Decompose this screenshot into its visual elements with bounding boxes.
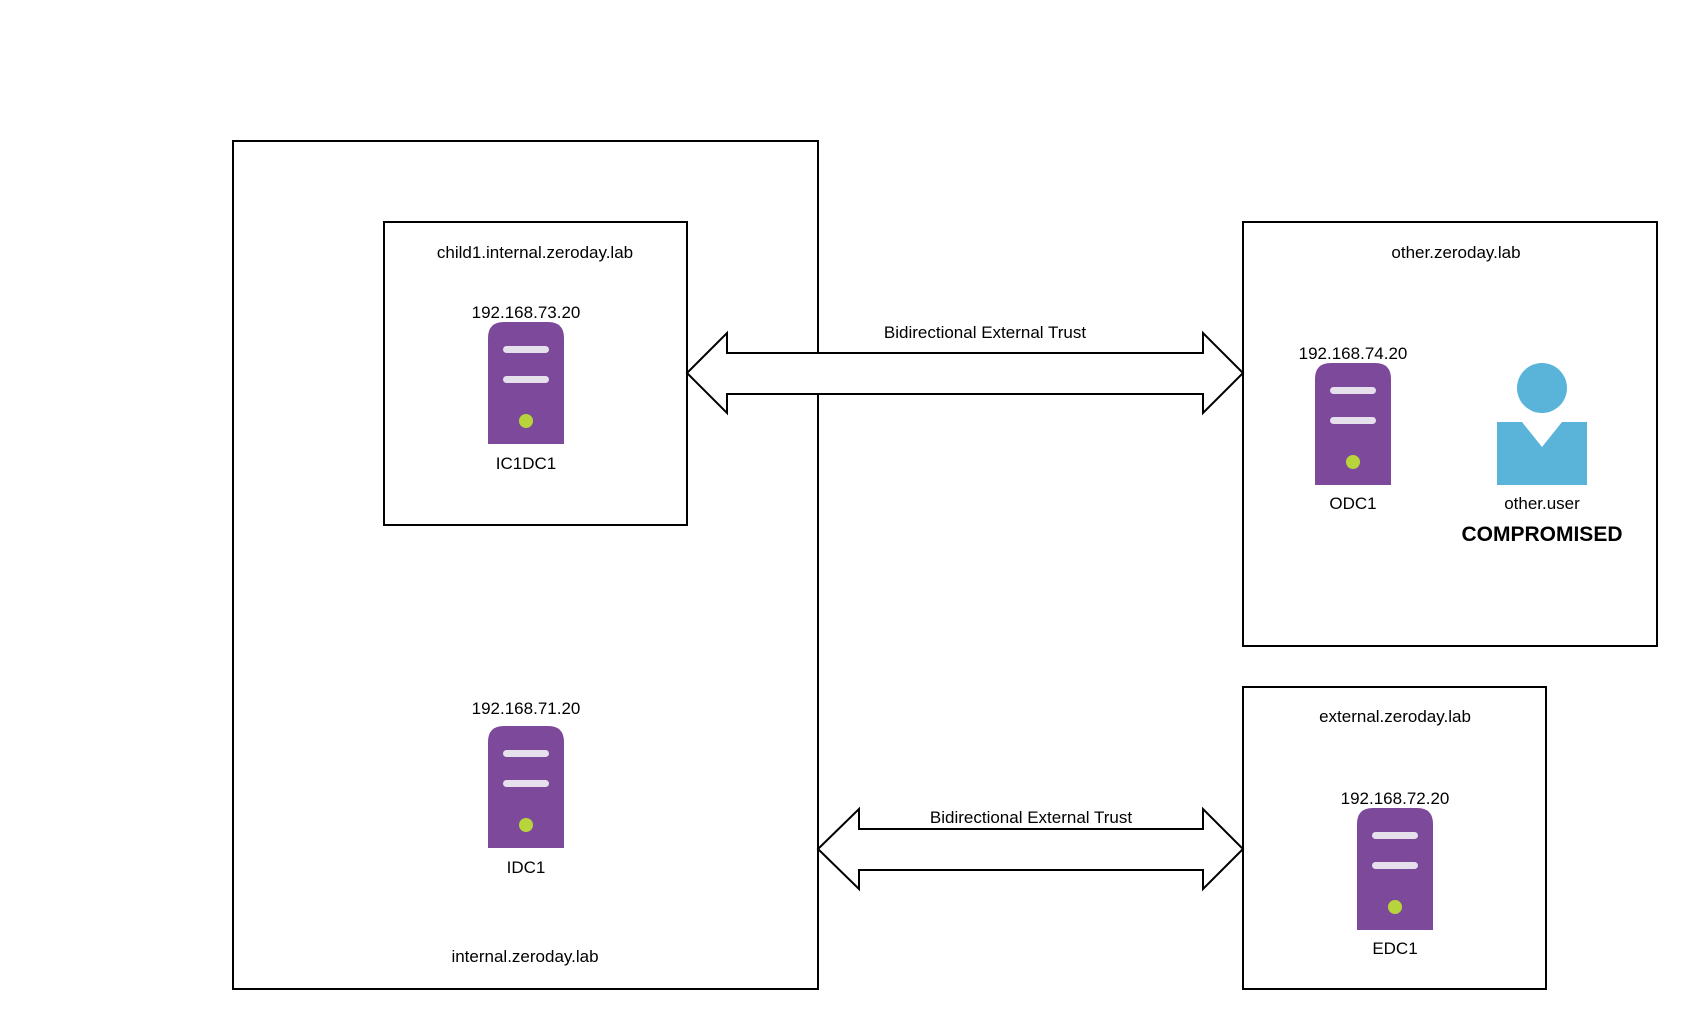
server-ip-ic1dc1: 192.168.73.20 [472,303,581,322]
trust-arrow-child-other [685,330,1245,416]
user-name: other.user [1504,494,1580,513]
trust-label-internal-external: Bidirectional External Trust [930,808,1132,827]
server-ip-edc1: 192.168.72.20 [1341,789,1450,808]
user-icon [1497,363,1587,485]
server-odc1 [1315,363,1391,485]
other-domain-label: other.zeroday.lab [1391,243,1520,262]
external-domain-label: external.zeroday.lab [1319,707,1471,726]
server-name-ic1dc1: IC1DC1 [496,454,556,473]
server-icon [1357,808,1433,930]
user-other [1497,363,1587,485]
server-ic1dc1 [488,322,564,444]
child-domain-label: child1.internal.zeroday.lab [437,243,633,262]
server-edc1 [1357,808,1433,930]
server-name-odc1: ODC1 [1329,494,1376,513]
server-icon [1315,363,1391,485]
other-domain-box [1242,221,1658,647]
server-ip-odc1: 192.168.74.20 [1299,344,1408,363]
server-idc1 [488,726,564,848]
trust-label-child-other: Bidirectional External Trust [884,323,1086,342]
trust-arrow-internal-external [816,806,1245,892]
server-name-edc1: EDC1 [1372,939,1417,958]
user-status: COMPROMISED [1461,523,1622,546]
server-name-idc1: IDC1 [507,858,546,877]
internal-domain-label: internal.zeroday.lab [451,947,598,966]
server-icon [488,322,564,444]
server-icon [488,726,564,848]
server-ip-idc1: 192.168.71.20 [472,699,581,718]
